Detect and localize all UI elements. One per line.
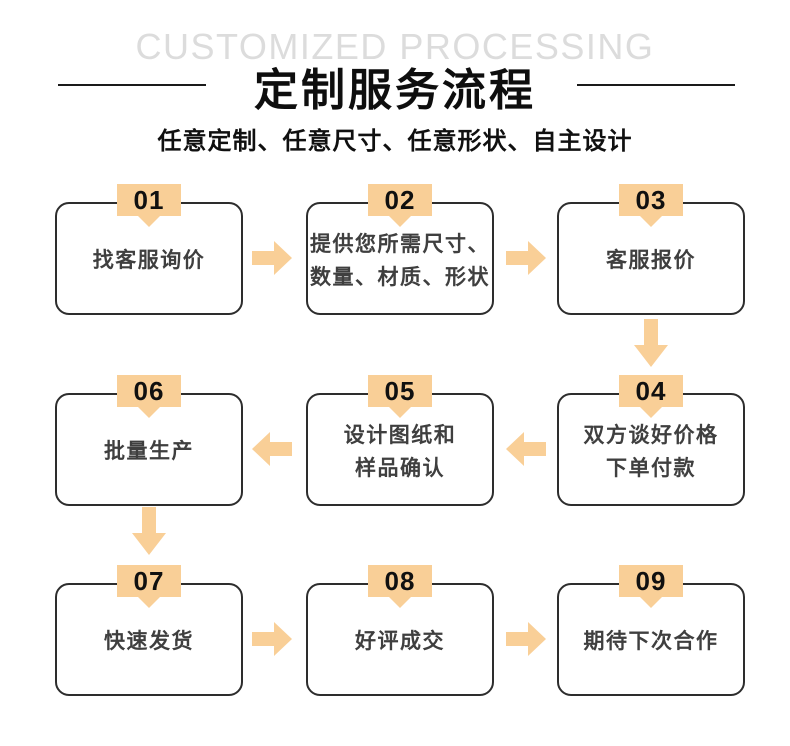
step-number: 09	[635, 565, 667, 596]
step-box-08: 08 好评成交	[306, 565, 494, 696]
arrow-left-icon	[252, 432, 292, 466]
subtitle: 任意定制、任意尺寸、任意形状、自主设计	[157, 128, 633, 155]
step-box-02: 02 提供您所需尺寸、 数量、材质、形状	[306, 184, 494, 315]
step-label: 提供您所需尺寸、 数量、材质、形状	[310, 232, 490, 289]
step-box-03: 03 客服报价	[557, 184, 745, 315]
step-number: 07	[133, 565, 165, 596]
arrow-right-icon	[252, 622, 292, 656]
step-number: 08	[384, 565, 416, 596]
step-number: 02	[384, 184, 416, 215]
step-box-06: 06 批量生产	[55, 375, 243, 506]
step-number-badge: 05	[368, 375, 432, 407]
step-box-07: 07 快速发货	[55, 565, 243, 696]
step-box-04: 04 双方谈好价格 下单付款	[557, 375, 745, 506]
step-label: 好评成交	[355, 630, 445, 654]
background-english-title: CUSTOMIZED PROCESSING	[135, 26, 655, 67]
title-right-line	[577, 84, 735, 86]
arrow-right-icon	[506, 622, 546, 656]
step-box-09: 09 期待下次合作	[557, 565, 745, 696]
step-label: 设计图纸和 样品确认	[343, 423, 457, 480]
step-number: 03	[635, 184, 667, 215]
step-number: 06	[133, 375, 165, 406]
step-number-badge: 06	[117, 375, 181, 407]
arrow-left-icon	[506, 432, 546, 466]
step-box-05: 05 设计图纸和 样品确认	[306, 375, 494, 506]
step-box-01: 01 找客服询价	[55, 184, 243, 315]
step-label: 快速发货	[104, 630, 194, 654]
step-label: 客服报价	[606, 249, 696, 273]
step-number-badge: 08	[368, 565, 432, 597]
step-number: 01	[133, 184, 165, 215]
arrow-down-icon	[634, 319, 668, 367]
step-label: 双方谈好价格 下单付款	[583, 423, 719, 480]
arrow-right-icon	[506, 241, 546, 275]
step-label: 期待下次合作	[583, 630, 719, 654]
step-number-badge: 09	[619, 565, 683, 597]
step-label: 批量生产	[104, 440, 194, 464]
title-left-line	[58, 84, 206, 86]
step-number-badge: 07	[117, 565, 181, 597]
step-number: 04	[635, 375, 667, 406]
step-label: 找客服询价	[92, 249, 206, 273]
step-number-badge: 04	[619, 375, 683, 407]
arrow-down-icon	[132, 507, 166, 555]
step-number-badge: 01	[117, 184, 181, 216]
page-title: 定制服务流程	[254, 66, 536, 115]
arrow-right-icon	[252, 241, 292, 275]
step-number-badge: 02	[368, 184, 432, 216]
step-number: 05	[384, 375, 416, 406]
step-number-badge: 03	[619, 184, 683, 216]
